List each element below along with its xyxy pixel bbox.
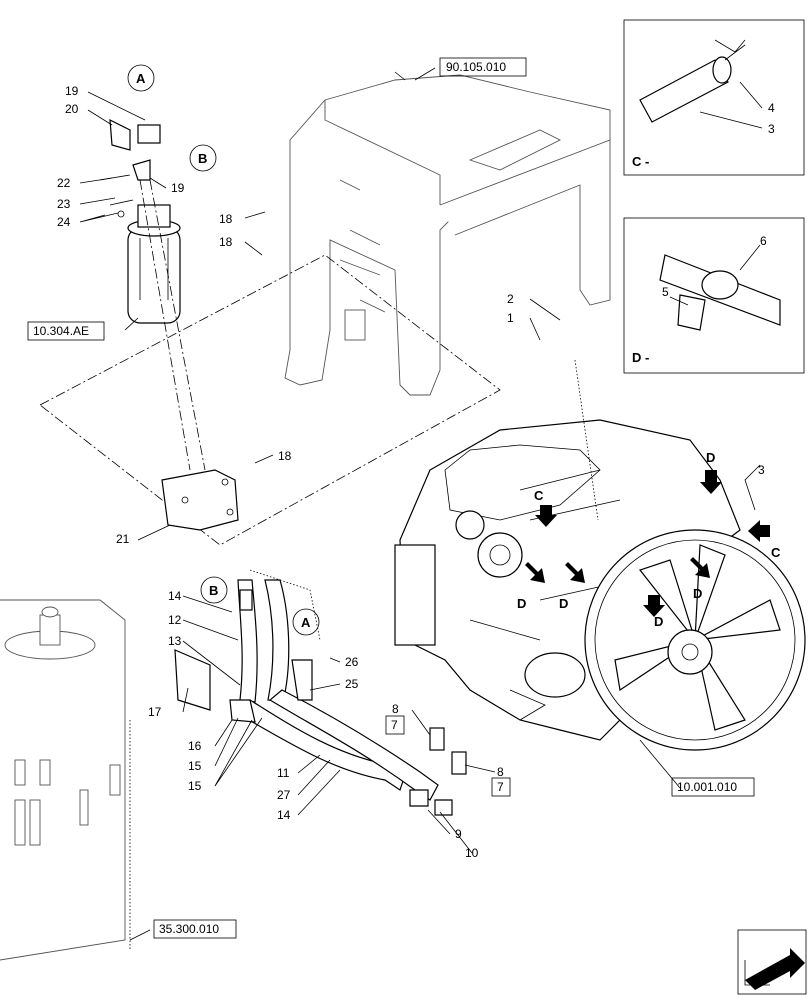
callout-13: 13	[168, 634, 182, 648]
ref-tank: 35.300.010	[159, 922, 219, 936]
reference-boxes: 90.105.010 10.304.AE 10.001.010 35.300.0…	[27, 57, 755, 939]
callout-10: 10	[465, 846, 479, 860]
callout-24: 24	[57, 215, 71, 229]
callout-19-top: 19	[65, 84, 79, 98]
leader-lines	[79, 67, 763, 941]
engine-assembly	[394, 419, 806, 751]
tank-structure	[0, 599, 131, 961]
hose-assembly	[174, 579, 467, 816]
boxed-callouts: 7 7	[385, 715, 511, 797]
callout-14-top: 14	[168, 589, 182, 603]
callout-3-detail: 3	[768, 122, 775, 136]
callout-7-left: 7	[391, 718, 398, 732]
detail-d-title: D -	[632, 350, 649, 365]
callout-20: 20	[65, 102, 79, 116]
filter-hose-guides	[39, 179, 501, 546]
arrow-c-left: C	[534, 488, 544, 503]
callout-3-engine: 3	[758, 463, 765, 477]
callout-14-bottom: 14	[277, 808, 291, 822]
callout-9: 9	[455, 827, 462, 841]
callout-16: 16	[188, 739, 202, 753]
callout-18-b: 18	[219, 235, 233, 249]
callout-18-c: 18	[278, 449, 292, 463]
callout-4: 4	[768, 101, 775, 115]
callout-22: 22	[57, 176, 71, 190]
bracket-21	[161, 469, 239, 531]
connector-b-bottom: B	[209, 583, 218, 598]
callout-7-right: 7	[497, 780, 504, 794]
arrow-d-top: D	[706, 450, 715, 465]
callout-1: 1	[507, 311, 514, 325]
connector-a-bottom: A	[301, 615, 311, 630]
connector-a-top: A	[136, 71, 146, 86]
arrow-d-c: D	[693, 586, 702, 601]
detail-c-title: C -	[632, 154, 649, 169]
arrow-d-b: D	[559, 596, 568, 611]
callout-12: 12	[168, 613, 182, 627]
arrow-d-a: D	[517, 596, 526, 611]
callout-8-left: 8	[392, 702, 399, 716]
frame-structure	[284, 74, 611, 396]
connector-markers: A B B A	[127, 64, 320, 636]
callout-11: 11	[277, 766, 290, 780]
connector-b-top: B	[198, 151, 207, 166]
callout-2: 2	[507, 292, 514, 306]
ref-frame: 90.105.010	[446, 60, 506, 74]
detail-c-box	[623, 19, 805, 176]
arrow-letters: C D C D D D D C - D -	[517, 154, 781, 629]
ref-engine: 10.001.010	[677, 780, 737, 794]
callout-15-b: 15	[188, 779, 202, 793]
callout-21: 21	[116, 532, 130, 546]
detail-d-box	[623, 217, 805, 374]
callout-27: 27	[277, 788, 291, 802]
callout-19-side: 19	[171, 181, 185, 195]
callout-8-right: 8	[497, 765, 504, 779]
arrow-d-d: D	[654, 614, 663, 629]
callout-25: 25	[345, 677, 359, 691]
ref-filter: 10.304.AE	[33, 324, 89, 338]
callout-26: 26	[345, 655, 359, 669]
callout-23: 23	[57, 197, 71, 211]
detail-arrows	[525, 470, 770, 617]
callout-labels: 19 20 19 22 23 24 18 18 18 21 2 1 3 14 1…	[57, 84, 775, 860]
callout-18-a: 18	[219, 212, 233, 226]
next-page-icon[interactable]	[737, 929, 807, 995]
filter-assembly	[99, 118, 181, 324]
callout-17: 17	[148, 705, 162, 719]
arrow-c-right: C	[771, 545, 781, 560]
callout-5: 5	[662, 285, 669, 299]
callout-6: 6	[760, 234, 767, 248]
callout-15-a: 15	[188, 759, 202, 773]
